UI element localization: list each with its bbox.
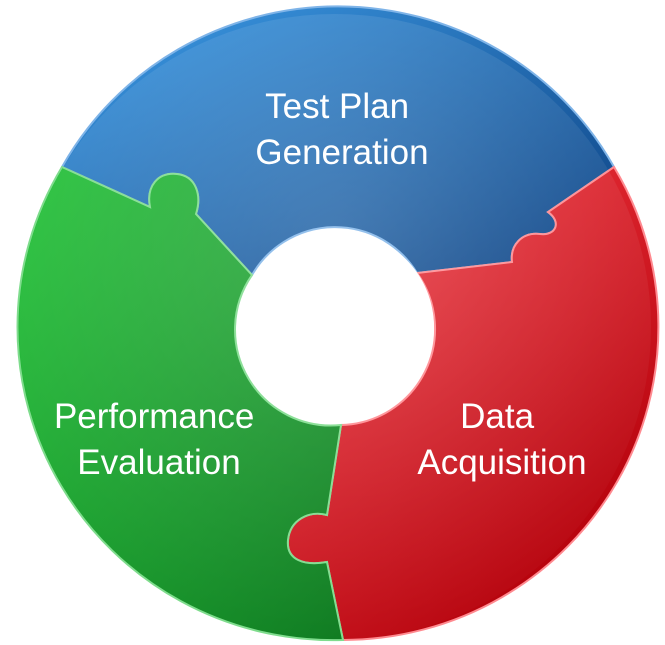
- label-line-data: Data: [460, 397, 534, 436]
- label-line-test-plan: Test Plan: [265, 87, 409, 126]
- label-line-performance: Performance: [54, 397, 254, 436]
- center-hole: [242, 231, 434, 423]
- label-performance-evaluation: Performance Evaluation: [54, 397, 264, 482]
- label-line-acquisition: Acquisition: [417, 443, 586, 482]
- label-line-evaluation: Evaluation: [77, 443, 240, 482]
- label-line-generation: Generation: [255, 133, 428, 172]
- label-test-plan-generation: Test Plan Generation: [255, 87, 428, 172]
- label-data-acquisition: Data Acquisition: [417, 397, 586, 482]
